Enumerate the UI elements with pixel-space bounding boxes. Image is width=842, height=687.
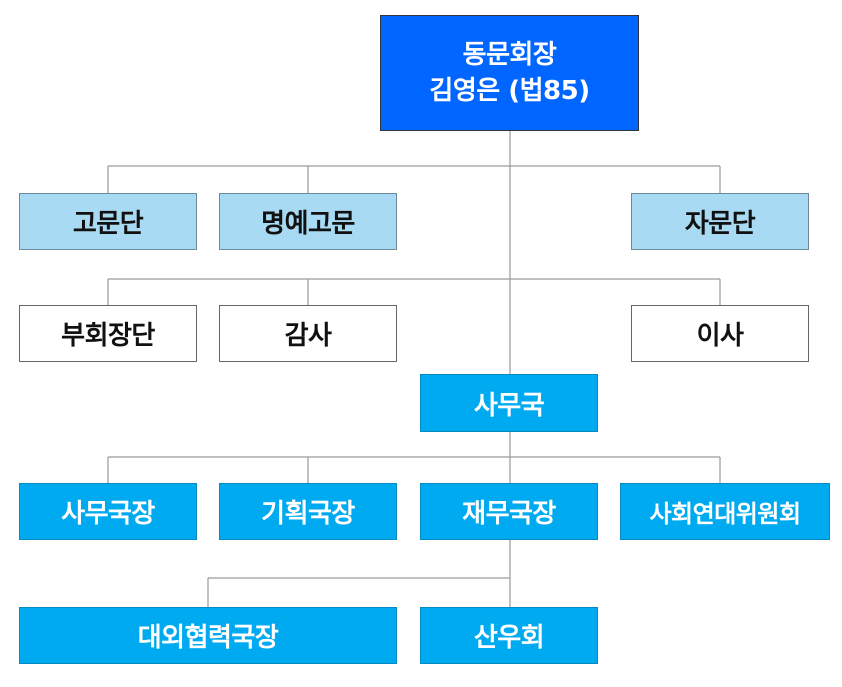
president-title: 동문회장 (462, 40, 557, 70)
node-advisors: 고문단 (19, 193, 197, 250)
node-auditor: 감사 (219, 305, 397, 362)
president-name: 김영은 (법85) (429, 76, 590, 106)
node-vice-presidents: 부회장단 (19, 305, 197, 362)
node-hiking-club: 산우회 (420, 607, 598, 664)
node-general-affairs: 사무국장 (19, 483, 197, 540)
node-consultants: 자문단 (631, 193, 809, 250)
node-directors: 이사 (631, 305, 809, 362)
node-social-solidarity: 사회연대위원회 (620, 483, 830, 540)
node-honorary-advisors: 명예고문 (219, 193, 397, 250)
node-external-cooperation: 대외협력국장 (19, 607, 397, 664)
node-planning: 기획국장 (219, 483, 397, 540)
node-president: 동문회장 김영은 (법85) (380, 15, 639, 131)
node-finance: 재무국장 (420, 483, 598, 540)
node-secretariat: 사무국 (420, 374, 598, 432)
